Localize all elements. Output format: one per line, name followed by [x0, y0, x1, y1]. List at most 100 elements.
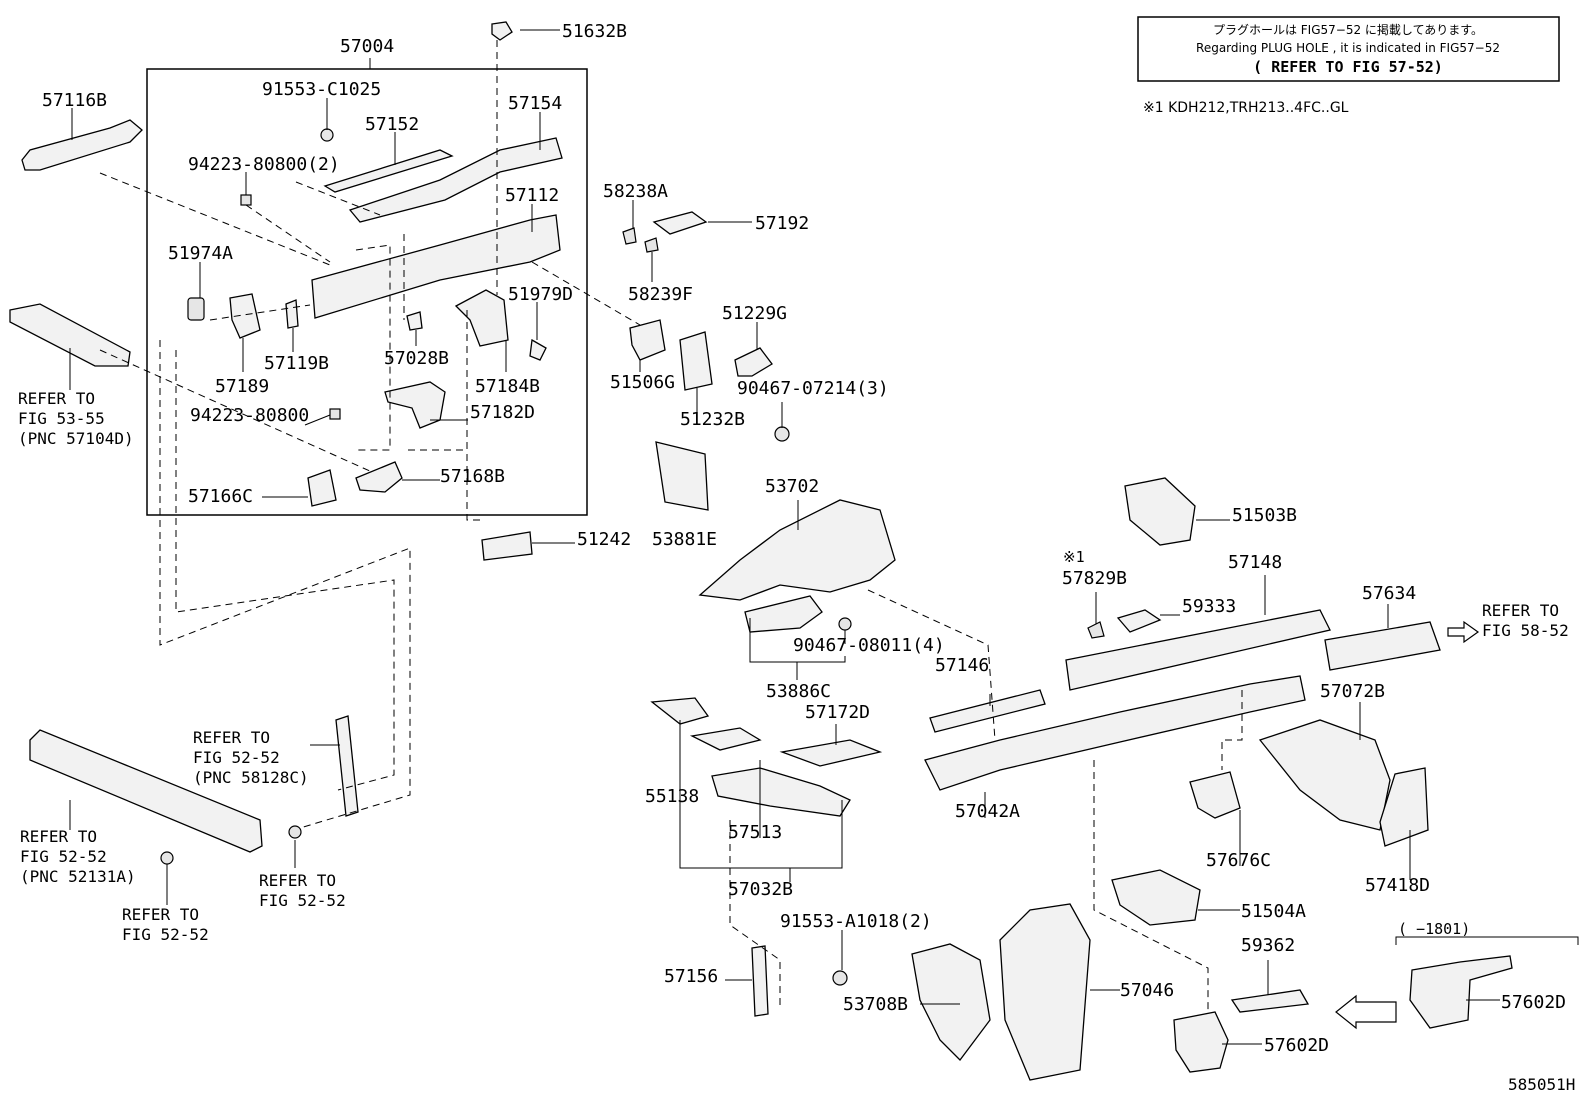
part-57112	[311, 214, 561, 319]
part-57634	[1324, 621, 1441, 671]
part-51506g	[629, 319, 666, 361]
label-range-1801: ( −1801)	[1398, 920, 1470, 938]
label-53702: 53702	[765, 476, 819, 497]
label-57182d: 57182D	[470, 402, 535, 423]
label-91553-c1025: 91553-C1025	[262, 79, 381, 100]
part-53702	[698, 499, 896, 601]
direction-arrow-left	[1335, 994, 1397, 1030]
note-line-1: プラグホールは FIG57−52 に掲載してあります。	[1213, 22, 1483, 37]
refer-fig-52-52-bolt-right: REFER TO FIG 52-52	[259, 871, 346, 910]
part-55138	[650, 697, 710, 725]
label-51974a: 51974A	[168, 243, 233, 264]
refer-58128c-line2: FIG 52-52	[193, 748, 280, 767]
label-57172d: 57172D	[805, 702, 870, 723]
refer-53-55-line3: (PNC 57104D)	[18, 429, 134, 448]
model-footnote: ※1 KDH212,TRH213..4FC..GL	[1143, 100, 1349, 116]
assembly-box-57004	[146, 68, 588, 516]
part-57146	[929, 689, 1046, 733]
refer-fig-52-52-pnc-58128c: REFER TO FIG 52-52 (PNC 58128C)	[193, 728, 309, 787]
label-57184b: 57184B	[475, 376, 540, 397]
label-58238a: 58238A	[603, 181, 668, 202]
label-53886c: 53886C	[766, 681, 831, 702]
label-57829b: 57829B	[1062, 568, 1127, 589]
label-57418d: 57418D	[1365, 875, 1430, 896]
diagram-id: 585051H	[1508, 1075, 1575, 1094]
refer-58128c-line1: REFER TO	[193, 728, 270, 747]
part-94223-80800-nut	[240, 194, 252, 206]
label-57148: 57148	[1228, 552, 1282, 573]
label-57042a: 57042A	[955, 801, 1020, 822]
part-51632b	[491, 21, 513, 41]
part-57156	[751, 945, 769, 1017]
label-57072b: 57072B	[1320, 681, 1385, 702]
part-51229g	[734, 347, 773, 377]
label-51504a: 51504A	[1241, 901, 1306, 922]
label-59333: 59333	[1182, 596, 1236, 617]
part-57152	[323, 149, 454, 193]
label-90467-08011-4: 90467-08011(4)	[793, 635, 945, 656]
part-90467-07214	[774, 426, 790, 442]
note-line-2: Regarding PLUG HOLE , it is indicated in…	[1196, 41, 1500, 55]
plug-hole-note: プラグホールは FIG57−52 に掲載してあります。 Regarding PL…	[1137, 16, 1560, 82]
label-53708b: 53708B	[843, 994, 908, 1015]
label-mark-1: ※1	[1063, 548, 1085, 566]
part-53886c	[744, 595, 823, 633]
part-53708b	[911, 943, 991, 1061]
part-57829b	[1087, 621, 1105, 639]
label-57676c: 57676C	[1206, 850, 1271, 871]
refer-58-52-line2: FIG 58-52	[1482, 621, 1569, 640]
label-59362: 59362	[1241, 935, 1295, 956]
label-57032b: 57032B	[728, 879, 793, 900]
label-53881e: 53881E	[652, 529, 717, 550]
part-57189	[229, 293, 261, 339]
part-bolt-52-52-d	[160, 851, 174, 865]
refer-53-55-line1: REFER TO	[18, 389, 95, 408]
part-57028b	[406, 311, 423, 331]
part-57119b	[285, 299, 299, 329]
label-51979d: 51979D	[508, 284, 573, 305]
part-57046	[999, 903, 1091, 1081]
refer-bolt-left-line2: FIG 52-52	[122, 925, 209, 944]
label-51232b: 51232B	[680, 409, 745, 430]
label-57166c: 57166C	[188, 486, 253, 507]
label-51503b: 51503B	[1232, 505, 1297, 526]
part-57602d-small	[1173, 1011, 1229, 1073]
part-57154	[348, 137, 563, 223]
part-57166c	[307, 469, 337, 507]
label-58239f: 58239F	[628, 284, 693, 305]
label-90467-07214-3: 90467-07214(3)	[737, 378, 889, 399]
label-94223-80800-2: 94223-80800(2)	[188, 154, 340, 175]
label-57146: 57146	[935, 655, 989, 676]
label-51506g: 51506G	[610, 372, 675, 393]
refer-bolt-right-line1: REFER TO	[259, 871, 336, 890]
refer-52131a-line2: FIG 52-52	[20, 847, 107, 866]
note-line-3: ( REFER TO FIG 57-52)	[1253, 58, 1443, 76]
label-57154: 57154	[508, 93, 562, 114]
label-51632b: 51632B	[562, 21, 627, 42]
part-58239f	[644, 237, 659, 253]
label-57602d-lower: 57602D	[1264, 1035, 1329, 1056]
label-57152: 57152	[365, 114, 419, 135]
part-51504a	[1111, 869, 1201, 926]
part-57418d	[1379, 767, 1429, 847]
part-59333	[1116, 609, 1162, 633]
part-57182d	[384, 381, 446, 429]
label-57119b: 57119B	[264, 353, 329, 374]
part-57072b	[1258, 719, 1391, 831]
part-bumper-reinforcement	[29, 729, 263, 853]
part-57116b	[21, 119, 143, 171]
label-51229g: 51229G	[722, 303, 787, 324]
label-55138: 55138	[645, 786, 699, 807]
part-59362	[1230, 989, 1310, 1013]
part-51242	[481, 531, 533, 561]
part-57184b	[454, 289, 509, 347]
part-57513-plate	[689, 727, 762, 751]
part-90467-08011	[838, 617, 852, 631]
refer-bolt-right-line2: FIG 52-52	[259, 891, 346, 910]
refer-58128c-line3: (PNC 58128C)	[193, 768, 309, 787]
part-57168b	[355, 461, 403, 493]
refer-58-52-line1: REFER TO	[1482, 601, 1559, 620]
refer-fig-58-52: REFER TO FIG 58-52	[1482, 601, 1569, 640]
part-58238a	[622, 227, 637, 245]
